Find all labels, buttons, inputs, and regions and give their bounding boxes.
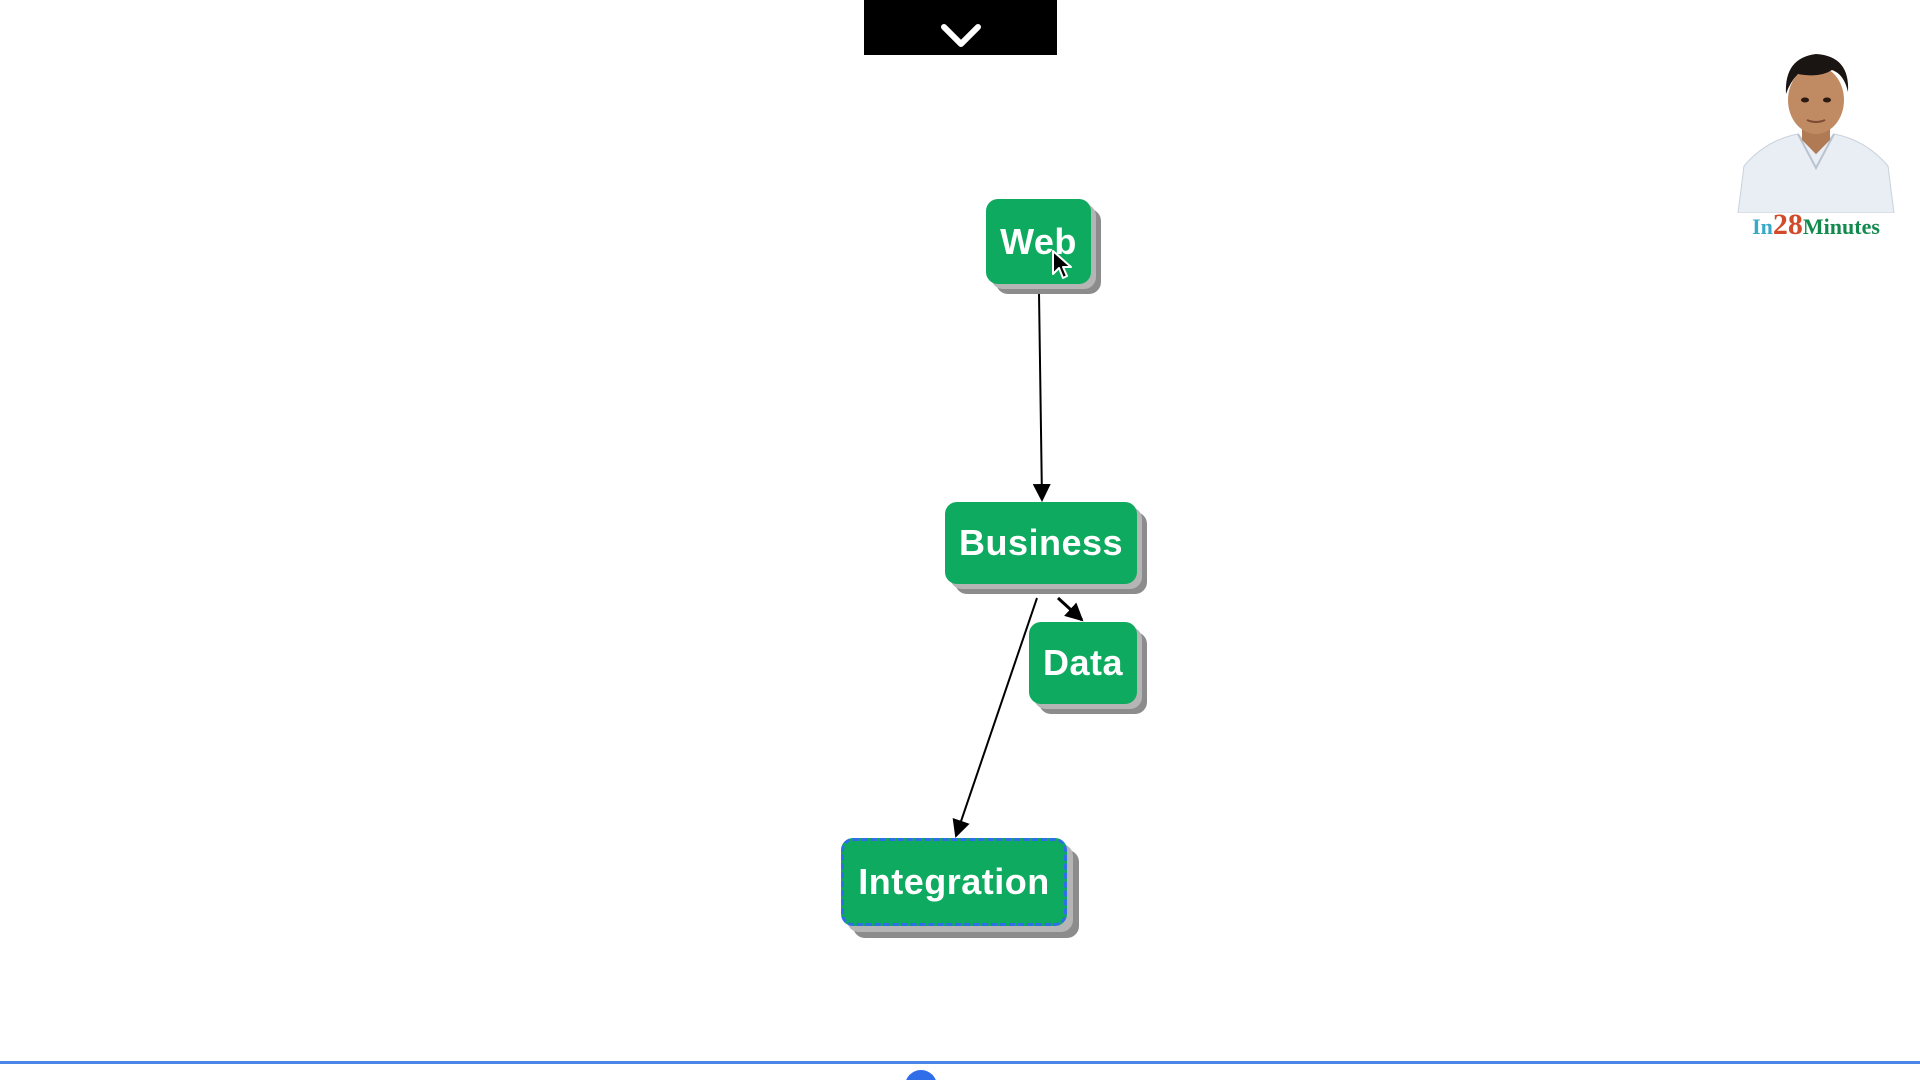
node-data-label: Data: [1029, 622, 1137, 704]
node-web-label: Web: [986, 199, 1091, 284]
node-integration[interactable]: Integration: [841, 838, 1079, 938]
video-progress-bar[interactable]: [0, 1061, 1920, 1064]
chevron-down-icon: [940, 24, 981, 47]
node-business[interactable]: Business: [945, 502, 1147, 594]
in28minutes-logo: In28Minutes: [1752, 208, 1880, 241]
node-data[interactable]: Data: [1029, 622, 1147, 714]
instructor-avatar: [1737, 54, 1895, 213]
brand-watermark: In28Minutes: [1736, 48, 1896, 241]
edge-business-data: [1056, 596, 1084, 622]
node-integration-label: Integration: [841, 838, 1067, 926]
video-progress-handle[interactable]: [905, 1070, 937, 1080]
edge-web-business: [1032, 292, 1051, 502]
mouse-pointer-icon: [1052, 250, 1072, 279]
node-web[interactable]: Web: [986, 199, 1101, 294]
collapse-toolbar-tab[interactable]: [864, 0, 1057, 55]
edge-business-integration: [952, 597, 1038, 838]
node-business-label: Business: [945, 502, 1137, 584]
